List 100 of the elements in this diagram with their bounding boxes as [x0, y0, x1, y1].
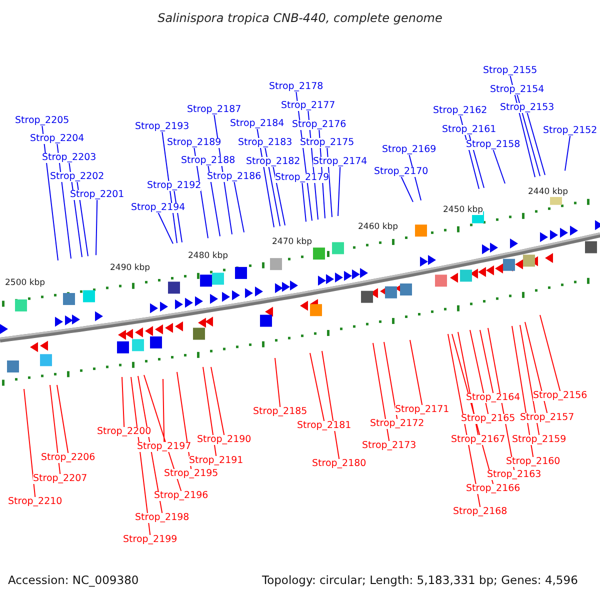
gene-label: Strop_2183	[238, 138, 292, 148]
gene-label: Strop_2207	[33, 474, 88, 484]
leader-line	[302, 182, 306, 222]
leader-line	[400, 176, 414, 202]
leader-line	[24, 388, 36, 498]
gene-label: Strop_2200	[97, 427, 152, 436]
scale-label: 2450 kbp	[443, 206, 484, 214]
gene-label: Strop_2185	[253, 407, 308, 416]
leader-line	[512, 326, 534, 458]
leader-line	[516, 94, 540, 177]
leader-line	[208, 165, 220, 237]
gene-label: Strop_2181	[297, 421, 352, 430]
leader-line	[122, 376, 125, 428]
gene-label: Strop_2199	[123, 535, 178, 544]
gene-label: Strop_2186	[207, 172, 262, 182]
leader-line	[524, 322, 548, 414]
leader-line	[322, 350, 340, 460]
gene-label: Strop_2153	[500, 103, 554, 112]
leader-line	[272, 166, 286, 226]
gene-label: Strop_2202	[50, 172, 104, 182]
gene-label: Strop_2182	[246, 157, 300, 166]
gene-label: Strop_2201	[70, 190, 124, 200]
gene-label: Strop_2161	[442, 125, 496, 134]
footer-text: Topology: circular; Length: 5,183,331 bp; Genes: 4,596	[262, 575, 578, 586]
gene-label: Strop_2160	[506, 457, 560, 466]
leader-line	[540, 314, 561, 392]
gene-label: Strop_2180	[312, 459, 366, 468]
gene-label: Strop_2165	[461, 414, 516, 424]
title: Salinispora tropica CNB-440, complete genome	[156, 12, 444, 24]
gene-label: Strop_2168	[453, 507, 508, 516]
leader-line	[520, 324, 540, 436]
scale-label: 2440 kbp	[528, 188, 568, 196]
gene-label: Strop_2206	[41, 453, 96, 462]
scale-label: 2500 kbp	[5, 279, 46, 288]
gene-label: Strop_2210	[8, 497, 62, 506]
leader-line	[96, 199, 98, 256]
scale-label: 2480 kbp	[188, 252, 228, 260]
leader-line	[492, 149, 506, 184]
gene-label: Strop_2152	[543, 126, 598, 136]
gene-label: Strop_2189	[167, 138, 222, 148]
leader-line	[76, 181, 88, 257]
leader-line	[384, 342, 398, 420]
scale-label: 2490 kbp	[110, 264, 150, 272]
gene-label: Strop_2157	[520, 413, 574, 422]
gene-label: Strop_2197	[137, 442, 192, 452]
gene-label: Strop_2205	[15, 116, 70, 126]
leader-line	[50, 384, 61, 474]
leader-line	[310, 352, 325, 422]
gene-label: Strop_2193	[135, 122, 190, 132]
gene-label: Strop_2169	[382, 145, 436, 154]
leader-line	[56, 384, 69, 454]
gene-label: Strop_2174	[313, 157, 368, 166]
gene-label: Strop_2188	[181, 156, 236, 166]
gene-label: Strop_2198	[135, 513, 190, 522]
leader-line	[162, 378, 165, 442]
scale-label: 2460 kbp	[358, 223, 398, 232]
gene-label: Strop_2194	[131, 203, 186, 212]
gene-label: Strop_2167	[451, 435, 506, 444]
gene-label: Strop_2156	[533, 391, 588, 400]
leader-line	[564, 135, 571, 172]
gene-label: Strop_2204	[30, 134, 84, 144]
leader-line	[326, 147, 332, 218]
gene-label: Strop_2179	[275, 173, 330, 182]
leader-line	[210, 366, 225, 436]
gene-label: Strop_2162	[433, 106, 488, 116]
leader-line	[526, 112, 546, 176]
gene-label: Strop_2203	[42, 153, 96, 162]
gene-label: Strop_2177	[281, 101, 336, 110]
gene-label: Strop_2192	[147, 181, 202, 190]
leader-line	[158, 212, 174, 244]
gene-label: Strop_2158	[466, 140, 520, 150]
gene-label: Strop_2187	[187, 105, 242, 114]
footer-text: Accession: NC_009380	[8, 575, 139, 586]
gene-label: Strop_2155	[483, 66, 538, 76]
leader-line	[480, 330, 494, 394]
scale-label: 2470 kbp	[272, 238, 312, 246]
gene-label: Strop_2196	[154, 491, 208, 500]
gene-label: Strop_2195	[164, 469, 218, 478]
gene-label: Strop_2175	[300, 138, 354, 148]
leader-line	[372, 342, 390, 442]
leader-line	[234, 181, 244, 233]
gene-label: Strop_2170	[374, 167, 428, 176]
gene-label: Strop_2184	[230, 119, 284, 128]
gene-label: Strop_2191	[189, 456, 244, 466]
leader-line	[274, 358, 281, 408]
gene-label: Strop_2176	[292, 120, 346, 130]
leader-line	[410, 340, 423, 406]
gene-label: Strop_2154	[490, 85, 544, 94]
gene-label: Strop_2173	[362, 441, 416, 450]
gene-label: Strop_2159	[512, 435, 566, 444]
leader-line	[264, 147, 280, 227]
gene-label: Strop_2171	[395, 405, 450, 414]
leader-line	[470, 330, 489, 414]
gene-label: Strop_2163	[487, 470, 542, 480]
leader-line	[202, 366, 217, 456]
gene-label: Strop_2178	[269, 82, 324, 92]
gene-label: Strop_2172	[370, 419, 424, 428]
gene-label: Strop_2166	[466, 484, 520, 494]
gene-label: Strop_2190	[197, 435, 252, 444]
gene-label: Strop_2164	[466, 393, 520, 402]
